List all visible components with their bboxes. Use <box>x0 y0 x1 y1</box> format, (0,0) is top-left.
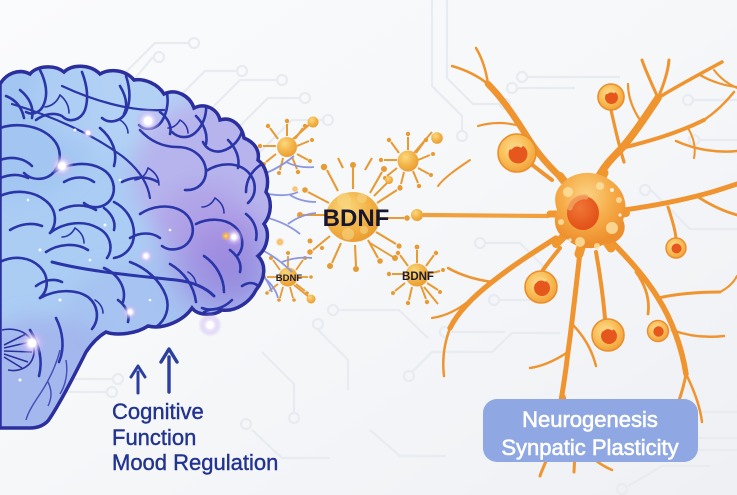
svg-text:Neurogenesis: Neurogenesis <box>522 407 658 432</box>
svg-text:Mood Regulation: Mood Regulation <box>112 450 278 475</box>
svg-text:BDNF: BDNF <box>323 205 390 232</box>
svg-text:BDNF: BDNF <box>402 271 434 283</box>
svg-text:BDNF: BDNF <box>276 273 303 284</box>
svg-text:Synpatic Plasticity: Synpatic Plasticity <box>501 435 678 460</box>
svg-text:Cognitive: Cognitive <box>112 399 204 424</box>
svg-text:Function: Function <box>112 425 196 450</box>
